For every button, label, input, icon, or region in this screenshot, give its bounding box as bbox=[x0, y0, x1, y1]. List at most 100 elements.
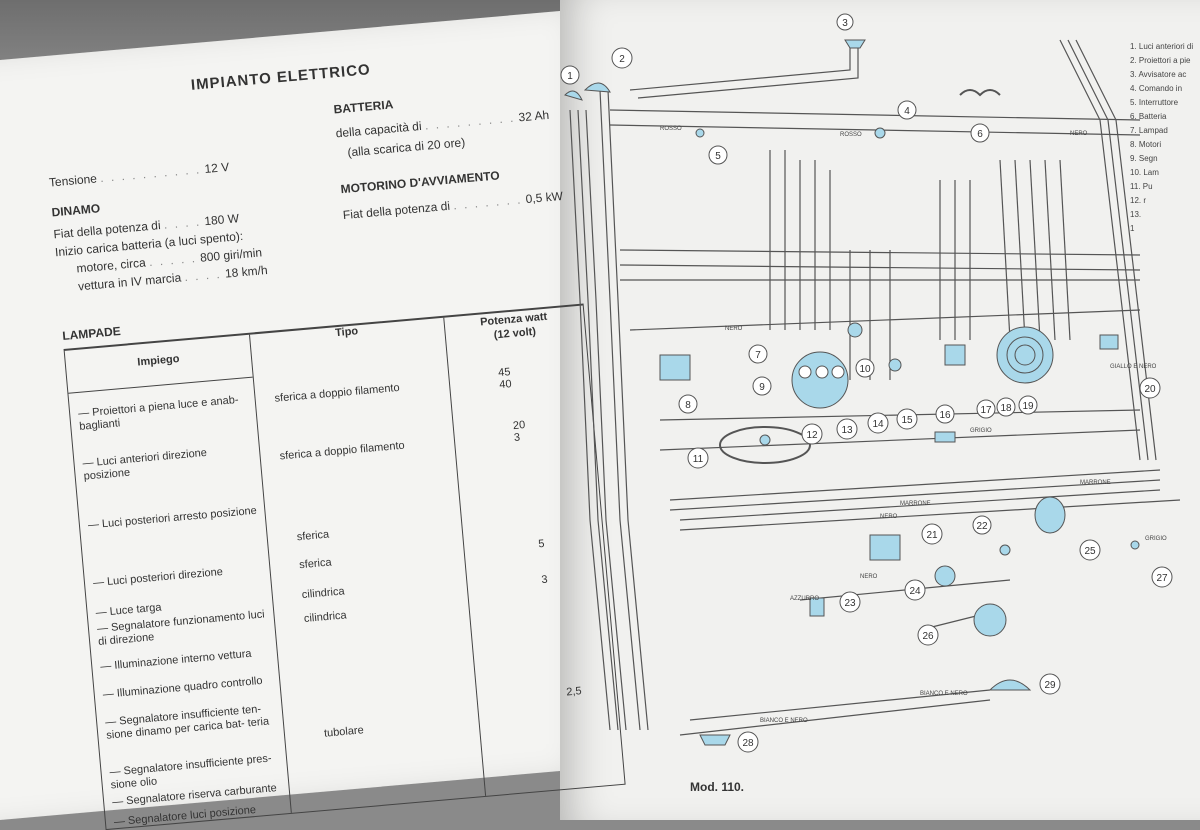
battery-6 bbox=[959, 89, 1001, 97]
svg-text:14: 14 bbox=[872, 419, 884, 430]
svg-text:16: 16 bbox=[939, 410, 951, 421]
svg-text:NERO: NERO bbox=[860, 574, 878, 580]
svg-text:2: 2 bbox=[619, 54, 625, 65]
svg-text:28: 28 bbox=[742, 738, 754, 749]
dashboard-cluster bbox=[791, 351, 849, 409]
svg-text:24: 24 bbox=[909, 586, 921, 597]
page-title: IMPIANTO ELETTRICO bbox=[190, 61, 372, 94]
tensione-row: Tensione . . . . . . . . . . 12 V bbox=[48, 159, 230, 190]
dinamo-heading: DINAMO bbox=[50, 201, 101, 220]
batteria-heading: BATTERIA bbox=[333, 97, 394, 117]
svg-text:29: 29 bbox=[1044, 680, 1056, 691]
svg-text:1: 1 bbox=[567, 71, 573, 82]
svg-text:20: 20 bbox=[1144, 384, 1156, 395]
switch-16 bbox=[934, 431, 956, 443]
callout-26: 26 bbox=[917, 624, 939, 646]
tipo-header: Tipo bbox=[334, 325, 359, 340]
svg-text:4: 4 bbox=[904, 106, 910, 117]
svg-text:ROSSO: ROSSO bbox=[660, 126, 682, 132]
svg-text:23: 23 bbox=[844, 598, 856, 609]
callout-24: 24 bbox=[904, 579, 926, 601]
svg-text:ROSSO: ROSSO bbox=[840, 132, 862, 138]
callout-5: 5 bbox=[708, 145, 728, 165]
svg-text:GIALLO E NERO: GIALLO E NERO bbox=[1110, 364, 1157, 370]
callout-1: 1 bbox=[560, 65, 580, 85]
svg-text:17: 17 bbox=[980, 405, 992, 416]
component-number-labels: 1 2 3 4 5 6 7 8 9 10 11 12 13 14 15 16 1… bbox=[560, 13, 1173, 753]
rear-light-28 bbox=[699, 734, 731, 746]
svg-text:25: 25 bbox=[1084, 546, 1096, 557]
callout-8: 8 bbox=[678, 394, 698, 414]
svg-text:BIANCO E NERO: BIANCO E NERO bbox=[920, 691, 968, 697]
diagram-legend: 1. Luci anteriori di 2. Proiettori a pie… bbox=[1130, 42, 1194, 233]
switch-27 bbox=[1130, 540, 1140, 550]
svg-text:NERO: NERO bbox=[880, 514, 898, 520]
svg-text:26: 26 bbox=[922, 631, 934, 642]
callout-6: 6 bbox=[970, 123, 990, 143]
svg-text:21: 21 bbox=[926, 530, 938, 541]
callout-15: 15 bbox=[896, 408, 918, 430]
callout-7: 7 bbox=[748, 344, 768, 364]
svg-text:19: 19 bbox=[1022, 401, 1034, 412]
motorino-potenza: Fiat della potenza di . . . . . . . 0,5 … bbox=[342, 188, 564, 223]
svg-text:NERO: NERO bbox=[725, 326, 743, 332]
svg-text:7: 7 bbox=[755, 350, 761, 361]
switch-5 bbox=[695, 128, 705, 138]
callout-22: 22 bbox=[972, 515, 992, 535]
svg-text:8: 8 bbox=[685, 400, 691, 411]
batteria-scarica: (alla scarica di 20 ore) bbox=[346, 135, 466, 160]
lamp-10 bbox=[847, 322, 863, 338]
connector-20 bbox=[1099, 334, 1119, 350]
potenza-cell: 45 40 bbox=[497, 366, 513, 392]
regulator-23 bbox=[809, 597, 825, 617]
callout-21: 21 bbox=[921, 523, 943, 545]
headlight-2 bbox=[583, 82, 611, 93]
svg-text:BIANCO E NERO: BIANCO E NERO bbox=[760, 718, 808, 724]
horn-3 bbox=[844, 39, 866, 49]
callout-12: 12 bbox=[801, 423, 823, 445]
svg-text:MARRONE: MARRONE bbox=[1080, 480, 1111, 486]
relay-17 bbox=[944, 344, 966, 366]
svg-text:GRIGIO: GRIGIO bbox=[1145, 536, 1167, 542]
callout-9: 9 bbox=[752, 376, 772, 396]
svg-text:MARRONE: MARRONE bbox=[900, 501, 931, 507]
wire-color-labels: ROSSO ROSSO NERO NERO NERO NERO AZZURRO … bbox=[660, 126, 1167, 724]
svg-text:GRIGIO: GRIGIO bbox=[970, 428, 992, 434]
callout-2: 2 bbox=[611, 47, 633, 69]
callout-18: 18 bbox=[996, 397, 1016, 417]
svg-text:3: 3 bbox=[842, 18, 848, 29]
callout-17: 17 bbox=[976, 399, 996, 419]
svg-text:13: 13 bbox=[841, 425, 853, 436]
switch-24 bbox=[934, 565, 956, 587]
svg-text:22: 22 bbox=[976, 521, 988, 532]
svg-text:6: 6 bbox=[977, 129, 983, 140]
svg-text:18: 18 bbox=[1000, 403, 1012, 414]
lampade-heading: LAMPADE bbox=[61, 323, 122, 343]
callout-10: 10 bbox=[855, 358, 875, 378]
callout-25: 25 bbox=[1079, 539, 1101, 561]
svg-text:12: 12 bbox=[806, 430, 818, 441]
svg-text:9: 9 bbox=[759, 382, 765, 393]
wire-bundle bbox=[569, 39, 1181, 736]
callout-20: 20 bbox=[1139, 377, 1161, 399]
rear-light-29 bbox=[988, 679, 1032, 691]
callout-23: 23 bbox=[839, 591, 861, 613]
callout-4: 4 bbox=[897, 100, 917, 120]
svg-text:27: 27 bbox=[1156, 573, 1168, 584]
impiego-header: Impiego bbox=[136, 352, 180, 369]
front-light-1 bbox=[564, 90, 583, 101]
callout-13: 13 bbox=[836, 418, 858, 440]
callout-19: 19 bbox=[1018, 395, 1038, 415]
components bbox=[564, 39, 1140, 746]
svg-text:NERO: NERO bbox=[1070, 131, 1088, 137]
callout-29: 29 bbox=[1039, 673, 1061, 695]
svg-text:AZZURRO: AZZURRO bbox=[790, 596, 819, 602]
svg-text:15: 15 bbox=[901, 415, 913, 426]
wiring-diagram: 1 2 3 4 5 6 7 8 9 10 11 12 13 14 15 16 1… bbox=[560, 13, 1181, 753]
potenza-cell: 20 3 bbox=[512, 419, 526, 445]
starter-26 bbox=[973, 603, 1007, 637]
motor-8 bbox=[659, 354, 691, 381]
callout-27: 27 bbox=[1151, 566, 1173, 588]
generator-21 bbox=[869, 534, 901, 561]
callout-14: 14 bbox=[867, 412, 889, 434]
